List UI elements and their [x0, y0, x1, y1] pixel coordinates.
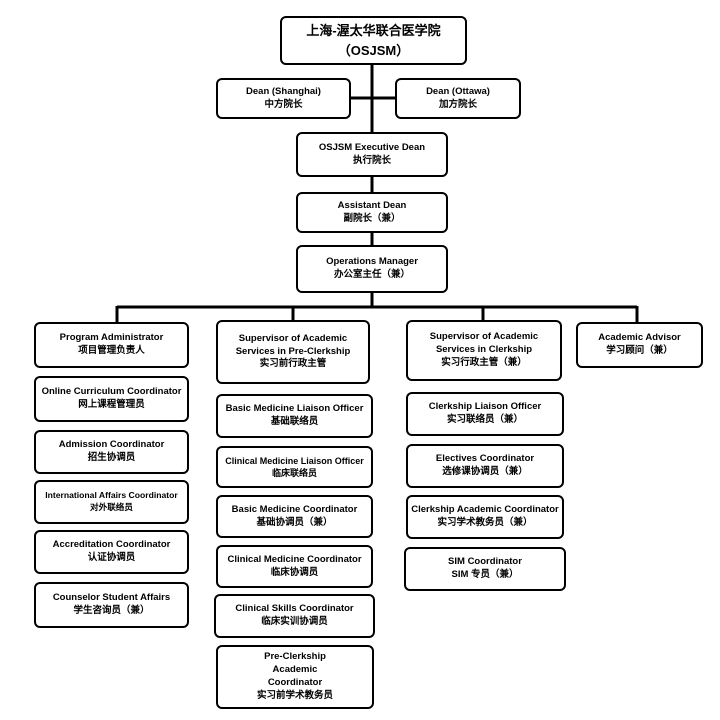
counselor-student-affairs-box: Counselor Student Affairs 学生咨询员（兼） [34, 582, 189, 628]
box-label-zh: 基础联络员 [270, 416, 319, 427]
executive-dean-en: OSJSM Executive Dean [318, 141, 426, 153]
box-label-zh: 实习前行政主管 [259, 358, 327, 370]
box-label-zh: 网上课程管理员 [78, 399, 145, 410]
clerkship-academic-coordinator-box: Clerkship Academic Coordinator 实习学术教务员（兼… [406, 495, 564, 539]
box-label-zh: 项目管理负责人 [78, 345, 145, 356]
box-label-en: Clinical Medicine Liaison Officer [225, 455, 364, 466]
box-label-en: Online Curriculum Coordinator [41, 386, 182, 398]
dean-shanghai-box: Dean (Shanghai) 中方院长 [216, 78, 351, 119]
basic-medicine-coordinator-box: Basic Medicine Coordinator 基础协调员（兼） [216, 495, 373, 538]
basic-medicine-liaison-officer-box: Basic Medicine Liaison Officer 基础联络员 [216, 394, 373, 438]
clinical-medicine-liaison-officer-box: Clinical Medicine Liaison Officer 临床联络员 [216, 446, 373, 488]
box-label-zh: 实习行政主管（兼） [441, 356, 527, 368]
assistant-dean-zh: 副院长（兼） [343, 212, 401, 224]
box-label-zh: 实习前学术教务员 [256, 689, 333, 701]
box-label-en: Admission Coordinator [58, 439, 165, 451]
supervisor-pre-clerkship-box: Supervisor of Academic Services in Pre-C… [216, 320, 370, 384]
root-title: 上海-渥太华联合医学院 [306, 23, 441, 38]
assistant-dean-box: Assistant Dean 副院长（兼） [296, 192, 448, 233]
dean-shanghai-zh: 中方院长 [264, 98, 303, 110]
box-label-zh: 实习学术教务员（兼） [437, 517, 533, 528]
operations-manager-zh: 办公室主任（兼） [333, 269, 410, 280]
box-label-en: SIM Coordinator [448, 556, 522, 568]
box-label-zh: 认证协调员 [87, 552, 136, 563]
operations-manager-box: Operations Manager 办公室主任（兼） [296, 245, 448, 293]
box-label-en: Accreditation Coordinator [52, 539, 171, 551]
box-label-zh: 基础协调员（兼） [256, 516, 333, 528]
sim-coordinator-box: SIM Coordinator SIM 专员（兼） [404, 547, 566, 591]
box-label-zh: SIM 专员（兼） [451, 569, 519, 580]
root-box: 上海-渥太华联合医学院 （OSJSM） [280, 16, 467, 65]
clerkship-liaison-officer-box: Clerkship Liaison Officer 实习联络员（兼） [406, 392, 564, 436]
assistant-dean-en: Assistant Dean [337, 199, 407, 211]
box-label-zh: 学习顾问（兼） [606, 345, 673, 356]
operations-manager-en: Operations Manager [326, 256, 418, 268]
dean-ottawa-en: Dean (Ottawa) [426, 85, 490, 97]
dean-shanghai-en: Dean (Shanghai) [246, 85, 321, 97]
executive-dean-box: OSJSM Executive Dean 执行院长 [296, 132, 448, 177]
box-label-en: Clinical Medicine Coordinator [227, 553, 362, 565]
box-label-zh: 招生协调员 [87, 452, 136, 463]
box-label-en: Basic Medicine Coordinator [231, 503, 358, 515]
box-label-en: Clinical Skills Coordinator [235, 603, 354, 615]
academic-advisor-box: Academic Advisor 学习顾问（兼） [576, 322, 703, 368]
executive-dean-zh: 执行院长 [352, 154, 391, 166]
box-label-en: Supervisor of Academic Services in Pre-C… [235, 332, 351, 357]
admission-coordinator-box: Admission Coordinator 招生协调员 [34, 430, 189, 474]
box-label-zh: 对外联络员 [90, 502, 133, 512]
box-label-en: Basic Medicine Liaison Officer [225, 403, 364, 415]
pre-clerkship-academic-coordinator-box: Pre-Clerkship Academic Coordinator 实习前学术… [216, 645, 374, 709]
clinical-skills-coordinator-box: Clinical Skills Coordinator 临床实训协调员 [214, 594, 375, 638]
root-subtitle: （OSJSM） [337, 42, 410, 58]
box-label-en: International Affairs Coordinator [45, 490, 178, 501]
box-label-en: Clerkship Academic Coordinator [411, 504, 559, 516]
online-curriculum-coordinator-box: Online Curriculum Coordinator 网上课程管理员 [34, 376, 189, 422]
box-label-zh: 实习联络员（兼） [446, 414, 523, 425]
box-label-en: Pre-Clerkship Academic Coordinator [264, 651, 326, 688]
box-label-en: Clerkship Liaison Officer [428, 401, 542, 413]
box-label-en: Academic Advisor [598, 332, 681, 344]
box-label-zh: 临床联络员 [271, 468, 317, 478]
clinical-medicine-coordinator-box: Clinical Medicine Coordinator 临床协调员 [216, 545, 373, 588]
box-label-en: Counselor Student Affairs [52, 592, 171, 604]
dean-ottawa-zh: 加方院长 [438, 98, 477, 110]
box-label-en: Electives Coordinator [435, 453, 535, 465]
box-label-zh: 临床实训协调员 [261, 616, 328, 627]
box-label-zh: 临床协调员 [270, 566, 319, 578]
dean-ottawa-box: Dean (Ottawa) 加方院长 [395, 78, 521, 119]
electives-coordinator-box: Electives Coordinator 选修课协调员（兼） [406, 444, 564, 488]
program-administrator-box: Program Administrator 项目管理负责人 [34, 322, 189, 368]
supervisor-clerkship-box: Supervisor of Academic Services in Clerk… [406, 320, 562, 381]
box-label-zh: 学生咨询员（兼） [73, 605, 150, 616]
box-label-en: Supervisor of Academic Services in Clerk… [429, 331, 539, 356]
international-affairs-coordinator-box: International Affairs Coordinator 对外联络员 [34, 480, 189, 524]
box-label-zh: 选修课协调员（兼） [442, 466, 528, 477]
accreditation-coordinator-box: Accreditation Coordinator 认证协调员 [34, 530, 189, 574]
box-label-en: Program Administrator [59, 332, 164, 344]
